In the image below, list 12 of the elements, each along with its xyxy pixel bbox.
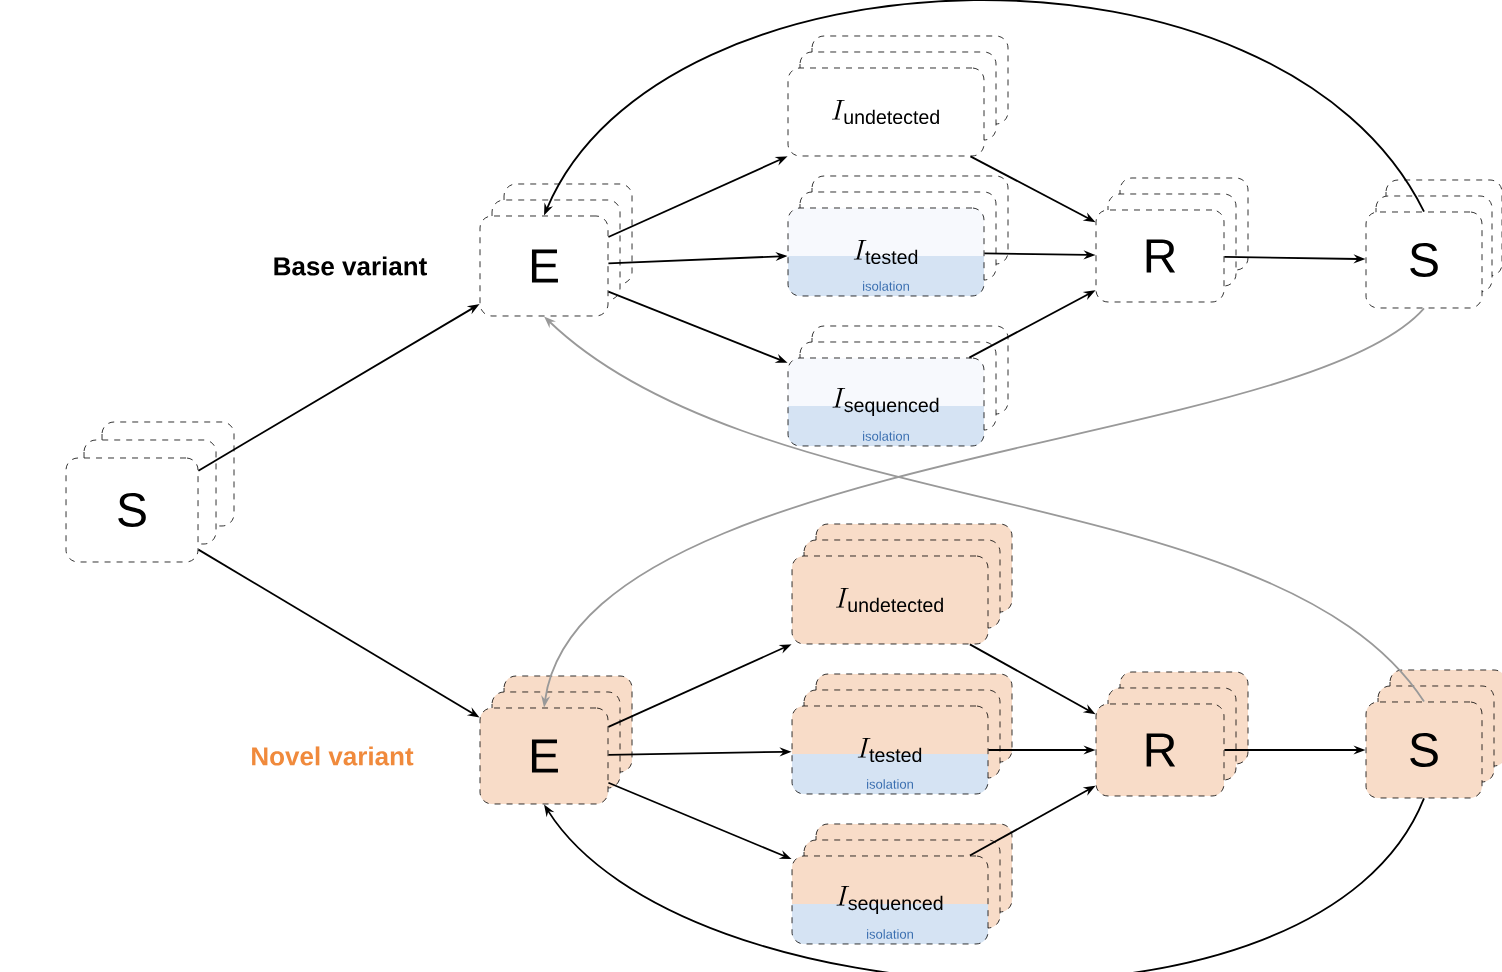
compartment-box: R (1095, 671, 1249, 797)
compartment-box: S (1365, 179, 1502, 309)
compartment-box: E (479, 675, 633, 805)
compartment-box: $I_{\mathrm{undetected}}$ (787, 35, 1009, 157)
compartment-box: R (1095, 177, 1249, 303)
compartment-box: E (479, 183, 633, 317)
compartment-box: S (65, 421, 235, 563)
variant-label: Base variant (274, 256, 427, 276)
arrow (544, 797, 1425, 972)
compartment-box: S (1365, 669, 1502, 799)
variant-label: Novel variant (252, 746, 414, 766)
compartment-box: $I_{\mathrm{undetected}}$ (791, 523, 1013, 645)
